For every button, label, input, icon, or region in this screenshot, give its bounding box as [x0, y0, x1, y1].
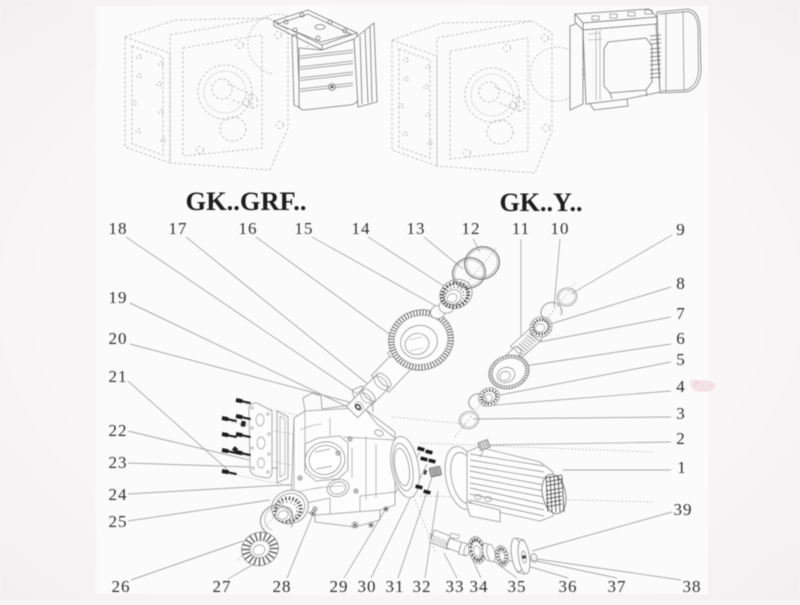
svg-text:5: 5	[676, 350, 686, 369]
svg-text:GK..GRF..: GK..GRF..	[186, 187, 307, 216]
svg-text:31: 31	[386, 577, 405, 596]
svg-text:33: 33	[446, 577, 465, 596]
svg-text:4: 4	[676, 377, 686, 396]
svg-text:30: 30	[358, 577, 377, 596]
svg-text:39: 39	[674, 500, 693, 519]
svg-text:2: 2	[676, 429, 686, 448]
svg-text:8: 8	[676, 274, 686, 293]
svg-text:17: 17	[169, 219, 188, 238]
svg-text:14: 14	[352, 219, 371, 238]
svg-text:21: 21	[109, 367, 128, 386]
svg-text:22: 22	[109, 421, 128, 440]
svg-text:29: 29	[330, 577, 349, 596]
svg-text:GK..Y..: GK..Y..	[500, 188, 583, 217]
svg-text:23: 23	[109, 453, 128, 472]
svg-text:35: 35	[508, 577, 527, 596]
svg-text:16: 16	[239, 219, 258, 238]
svg-text:18: 18	[109, 219, 128, 238]
svg-text:12: 12	[462, 219, 481, 238]
svg-text:9: 9	[676, 220, 686, 239]
svg-text:28: 28	[273, 577, 292, 596]
svg-text:1: 1	[677, 458, 687, 477]
svg-text:20: 20	[109, 329, 128, 348]
svg-text:27: 27	[213, 577, 232, 596]
svg-text:32: 32	[413, 577, 432, 596]
svg-text:34: 34	[470, 577, 489, 596]
svg-text:6: 6	[676, 329, 686, 348]
svg-text:37: 37	[608, 577, 627, 596]
svg-text:24: 24	[109, 485, 128, 504]
svg-text:38: 38	[683, 577, 702, 596]
svg-text:19: 19	[109, 288, 128, 307]
svg-text:13: 13	[407, 219, 426, 238]
svg-text:11: 11	[512, 219, 530, 238]
svg-text:10: 10	[551, 219, 570, 238]
svg-text:15: 15	[295, 219, 314, 238]
svg-text:7: 7	[676, 304, 686, 323]
svg-text:3: 3	[676, 404, 686, 423]
svg-text:36: 36	[559, 577, 578, 596]
svg-text:25: 25	[109, 512, 128, 531]
svg-text:26: 26	[112, 577, 131, 596]
